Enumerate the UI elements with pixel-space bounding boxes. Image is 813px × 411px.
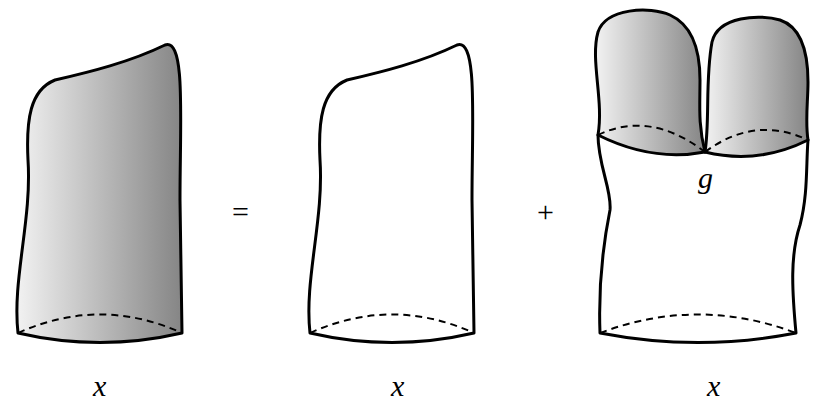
back-edge [18,315,182,334]
junction-label: g [698,163,713,193]
equals-sign: = [232,197,249,227]
back-edge [705,130,808,152]
back-edge [598,126,705,152]
filled-cap [705,17,808,156]
empty-surface [598,130,808,342]
variable-label: x [391,371,404,401]
filled-cap [595,10,705,155]
back-edge [600,315,796,334]
filled-surface [17,45,182,343]
variable-label: x [707,371,720,401]
variable-label: x [93,371,106,401]
empty-surface [309,45,474,343]
plus-sign: + [537,197,554,227]
back-edge [310,315,474,334]
